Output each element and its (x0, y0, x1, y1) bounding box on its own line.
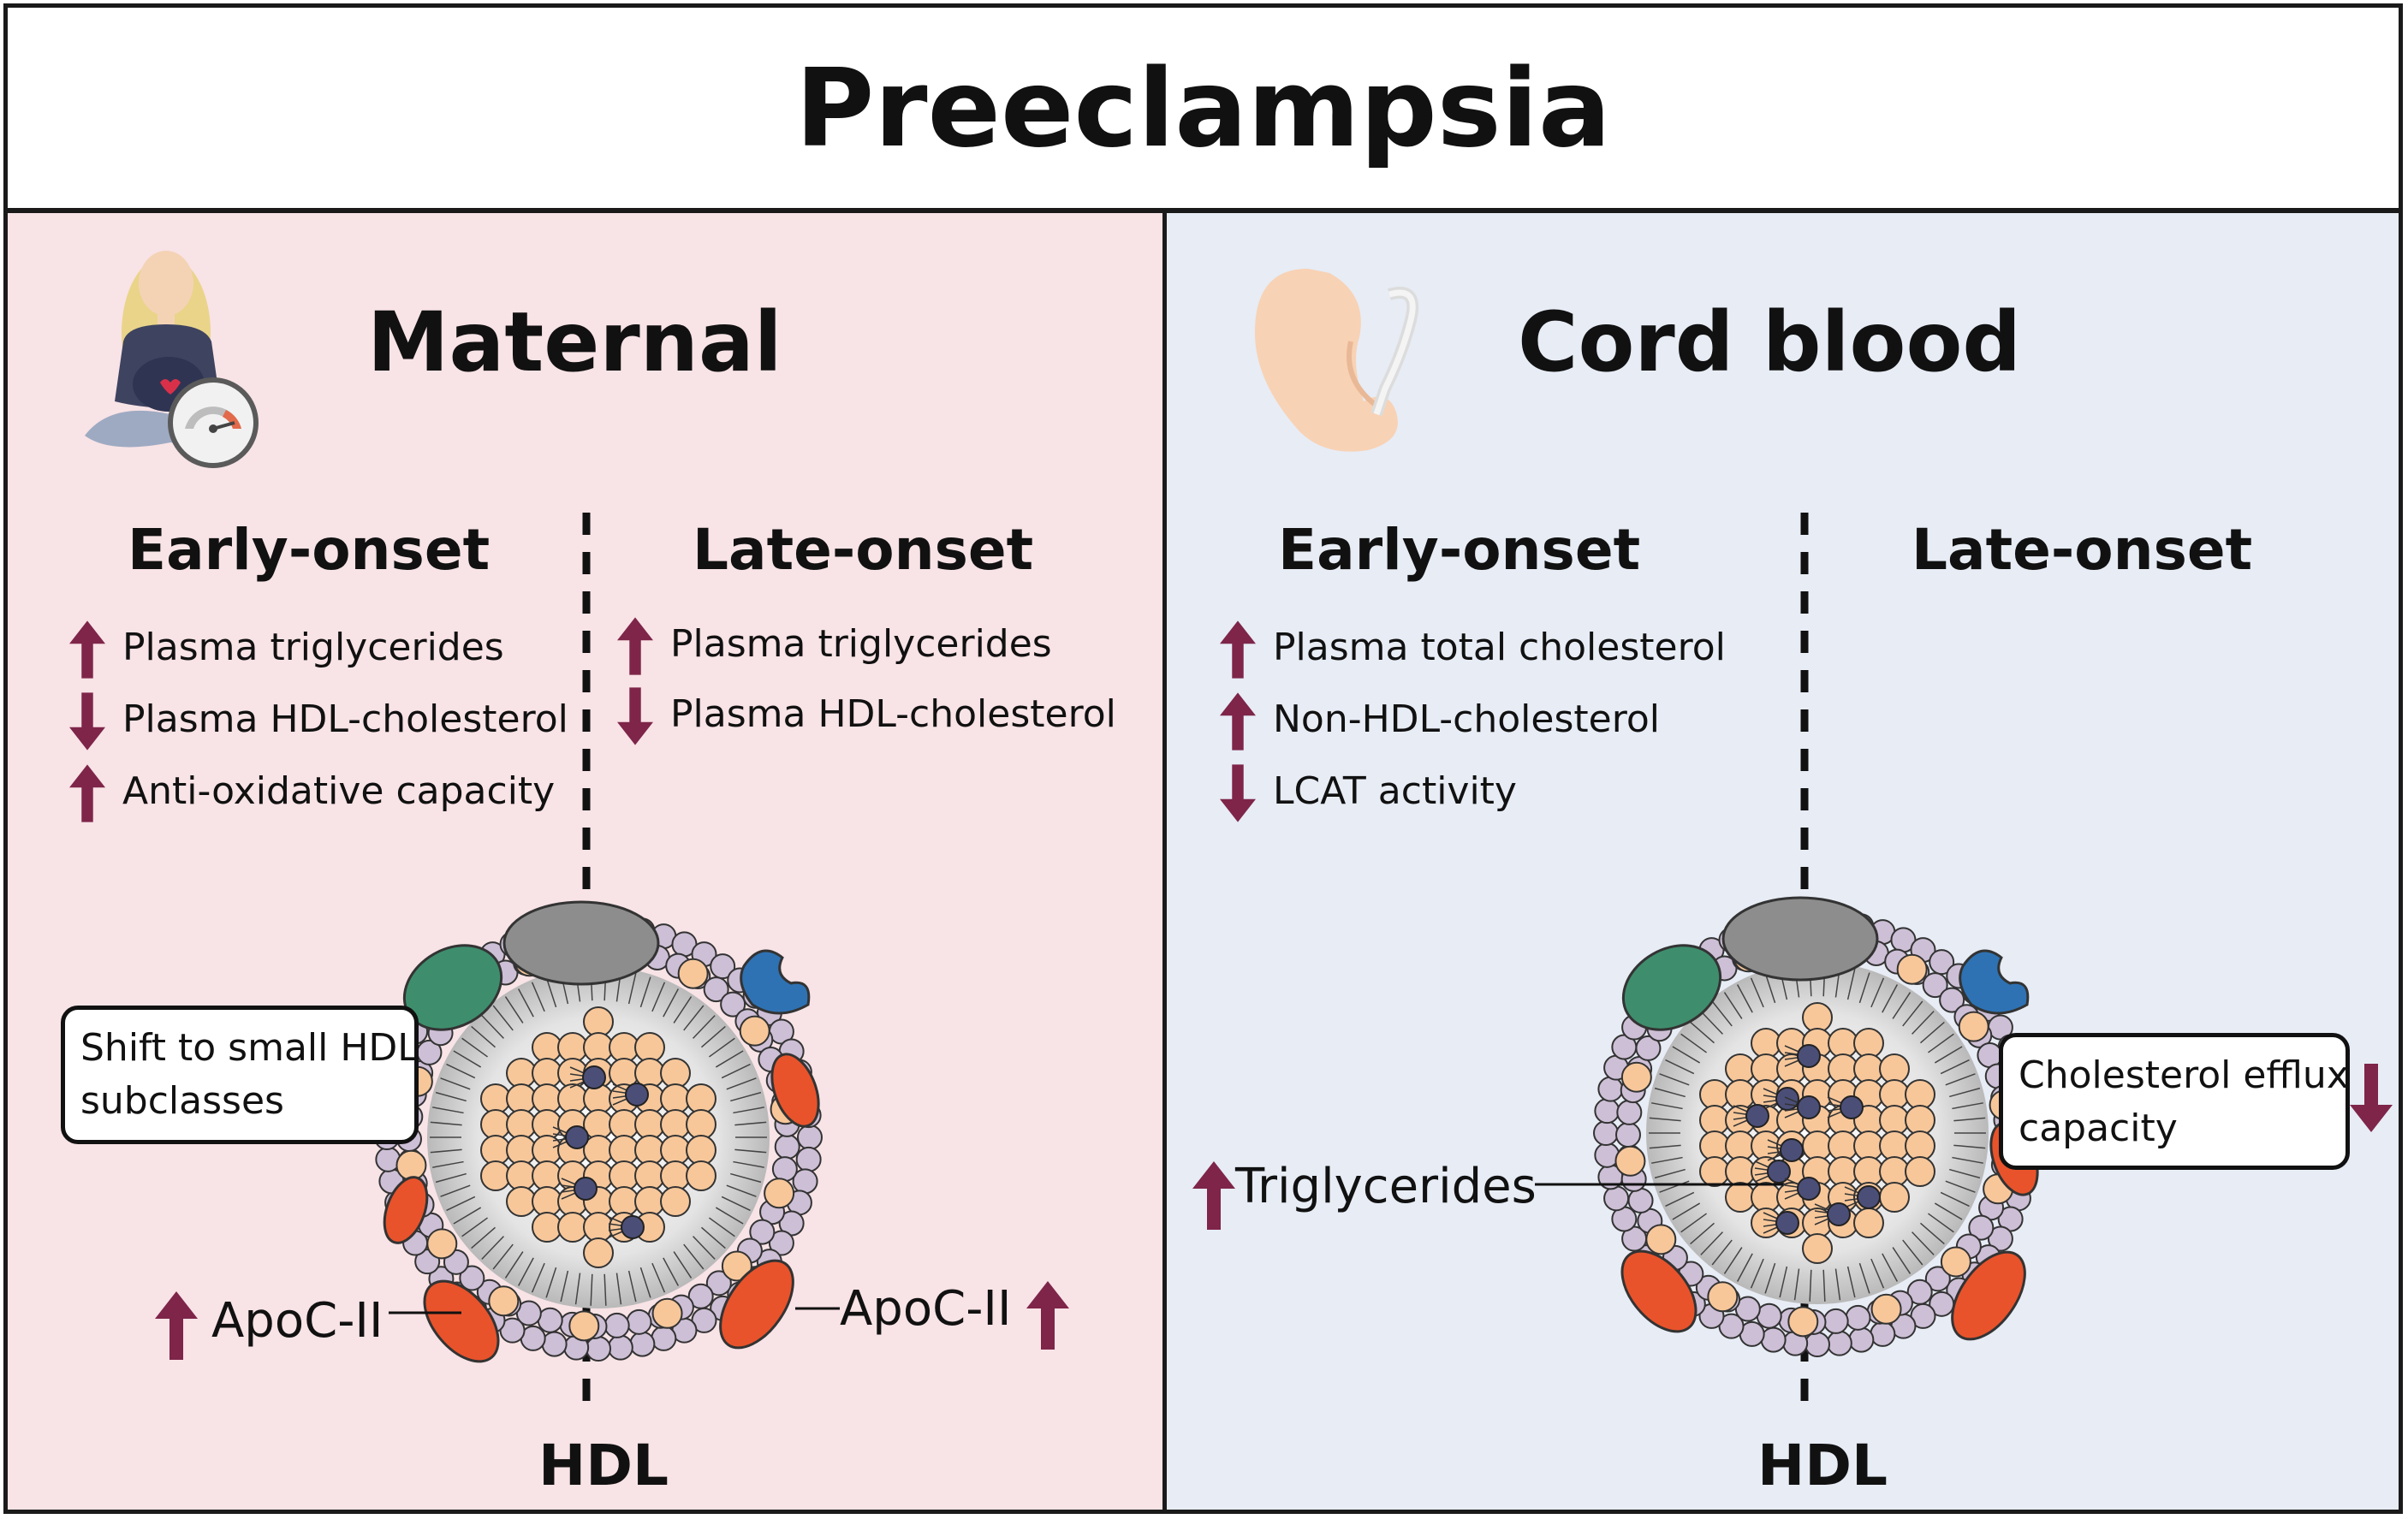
finding-item: Non-HDL-cholesterol (1273, 697, 1660, 741)
maternal-late-onset-label: Late-onset (693, 517, 1034, 583)
arrow-up-icon (69, 620, 105, 679)
maternal-heading: Maternal (367, 294, 782, 390)
apoc-left-arrow-up-icon (155, 1291, 198, 1360)
callout-line: Shift to small HDL (80, 1026, 419, 1070)
finding-item: LCAT activity (1273, 769, 1517, 813)
finding-item: Anti-oxidative capacity (122, 769, 556, 813)
cord-late-onset-label: Late-onset (1912, 517, 2253, 583)
apoc-right-arrow-up-icon (1026, 1281, 1069, 1350)
callout-line: capacity (2019, 1106, 2178, 1150)
page-title: Preeclampsia (795, 45, 1611, 171)
cord-blood-panel: Cord blood Early-onset Late-onset Plasma… (1162, 209, 2403, 1514)
maternal-early-onset-label: Early-onset (128, 517, 491, 583)
triglycerides-leader (1535, 1183, 1783, 1186)
finding-item: Plasma total cholesterol (1273, 626, 1726, 669)
arrow-down-icon (69, 692, 105, 751)
apoc-left-leader (389, 1311, 461, 1314)
efflux-arrow-down-icon (2350, 1064, 2393, 1132)
cord-hdl-label: HDL (1757, 1433, 1888, 1498)
callout-line: Cholesterol efflux (2019, 1053, 2349, 1097)
arrow-up-icon (1220, 692, 1256, 751)
callout-line: subclasses (80, 1078, 284, 1123)
maternal-panel: Maternal Early-onset Late-onset Plasma t… (3, 209, 1167, 1514)
maternal-hdl-label: HDL (538, 1433, 669, 1498)
cord-blood-heading: Cord blood (1518, 294, 2022, 390)
cord-early-onset-label: Early-onset (1278, 517, 1641, 583)
blood-pressure-gauge-icon (168, 377, 259, 468)
arrow-down-icon (617, 687, 653, 745)
small-hdl-shift-callout: Shift to small HDL subclasses (61, 1006, 419, 1144)
finding-item: Plasma triglycerides (122, 626, 504, 669)
finding-item: Plasma triglycerides (670, 622, 1052, 666)
arrow-up-icon (69, 764, 105, 822)
finding-item: Plasma HDL-cholesterol (670, 692, 1116, 736)
triglycerides-arrow-up-icon (1192, 1161, 1235, 1230)
fetus-icon (1254, 269, 1419, 452)
apoc-left-label: ApoC-II (211, 1293, 383, 1349)
arrow-up-icon (617, 617, 653, 675)
finding-item: Plasma HDL-cholesterol (122, 697, 568, 741)
title-bar: Preeclampsia (3, 3, 2403, 212)
arrow-up-icon (1220, 620, 1256, 679)
apoc-right-leader (795, 1307, 840, 1310)
triglycerides-label: Triglycerides (1235, 1159, 1537, 1214)
cholesterol-efflux-callout: Cholesterol efflux capacity (1999, 1033, 2350, 1170)
maternal-hdl-particle (374, 900, 823, 1363)
cord-hdl-particle (1593, 896, 2042, 1357)
apoc-right-label: ApoC-II (840, 1281, 1012, 1337)
arrow-down-icon (1220, 764, 1256, 822)
